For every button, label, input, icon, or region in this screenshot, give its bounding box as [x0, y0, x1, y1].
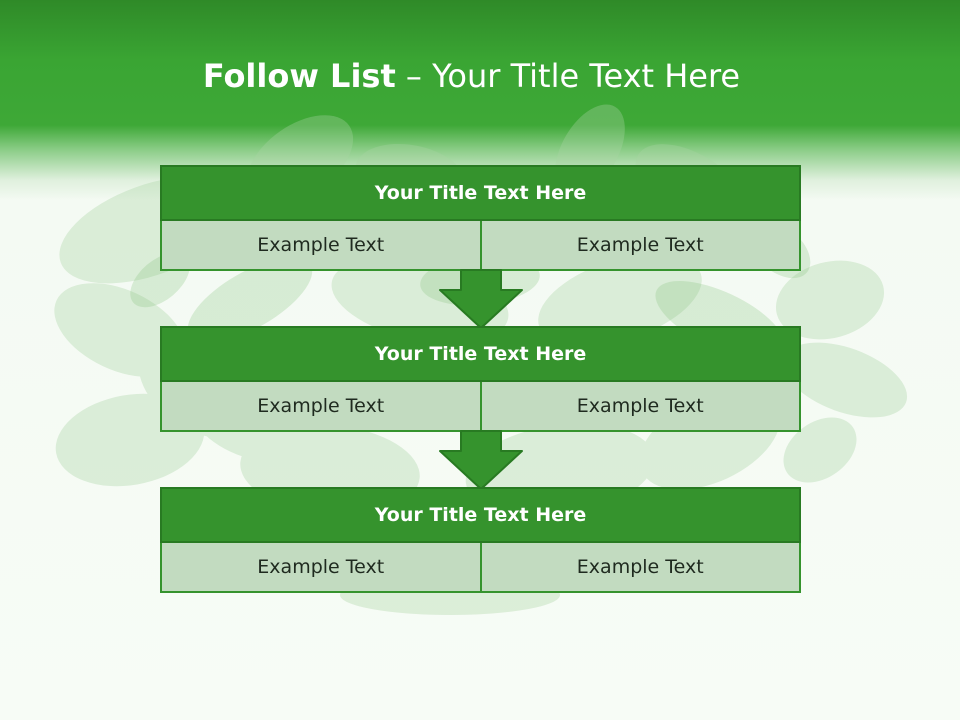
- slide-title-rest: – Your Title Text Here: [395, 57, 741, 95]
- block-title: Your Title Text Here: [160, 326, 801, 382]
- down-arrow-icon: [439, 430, 523, 490]
- block-cell-left: Example Text: [160, 543, 482, 593]
- list-block-3: Your Title Text Here Example Text Exampl…: [160, 487, 801, 593]
- block-cell-left: Example Text: [160, 221, 482, 271]
- slide-title: Follow List – Your Title Text Here: [0, 54, 943, 98]
- block-row: Example Text Example Text: [160, 221, 801, 271]
- block-cell-left: Example Text: [160, 382, 482, 432]
- block-row: Example Text Example Text: [160, 382, 801, 432]
- slide-title-bold: Follow List: [202, 57, 396, 95]
- block-cell-right: Example Text: [479, 382, 801, 432]
- down-arrow-icon: [439, 269, 523, 329]
- block-row: Example Text Example Text: [160, 543, 801, 593]
- list-block-2: Your Title Text Here Example Text Exampl…: [160, 326, 801, 432]
- list-block-1: Your Title Text Here Example Text Exampl…: [160, 165, 801, 271]
- block-title: Your Title Text Here: [160, 487, 801, 543]
- block-cell-right: Example Text: [479, 221, 801, 271]
- block-cell-right: Example Text: [479, 543, 801, 593]
- block-title: Your Title Text Here: [160, 165, 801, 221]
